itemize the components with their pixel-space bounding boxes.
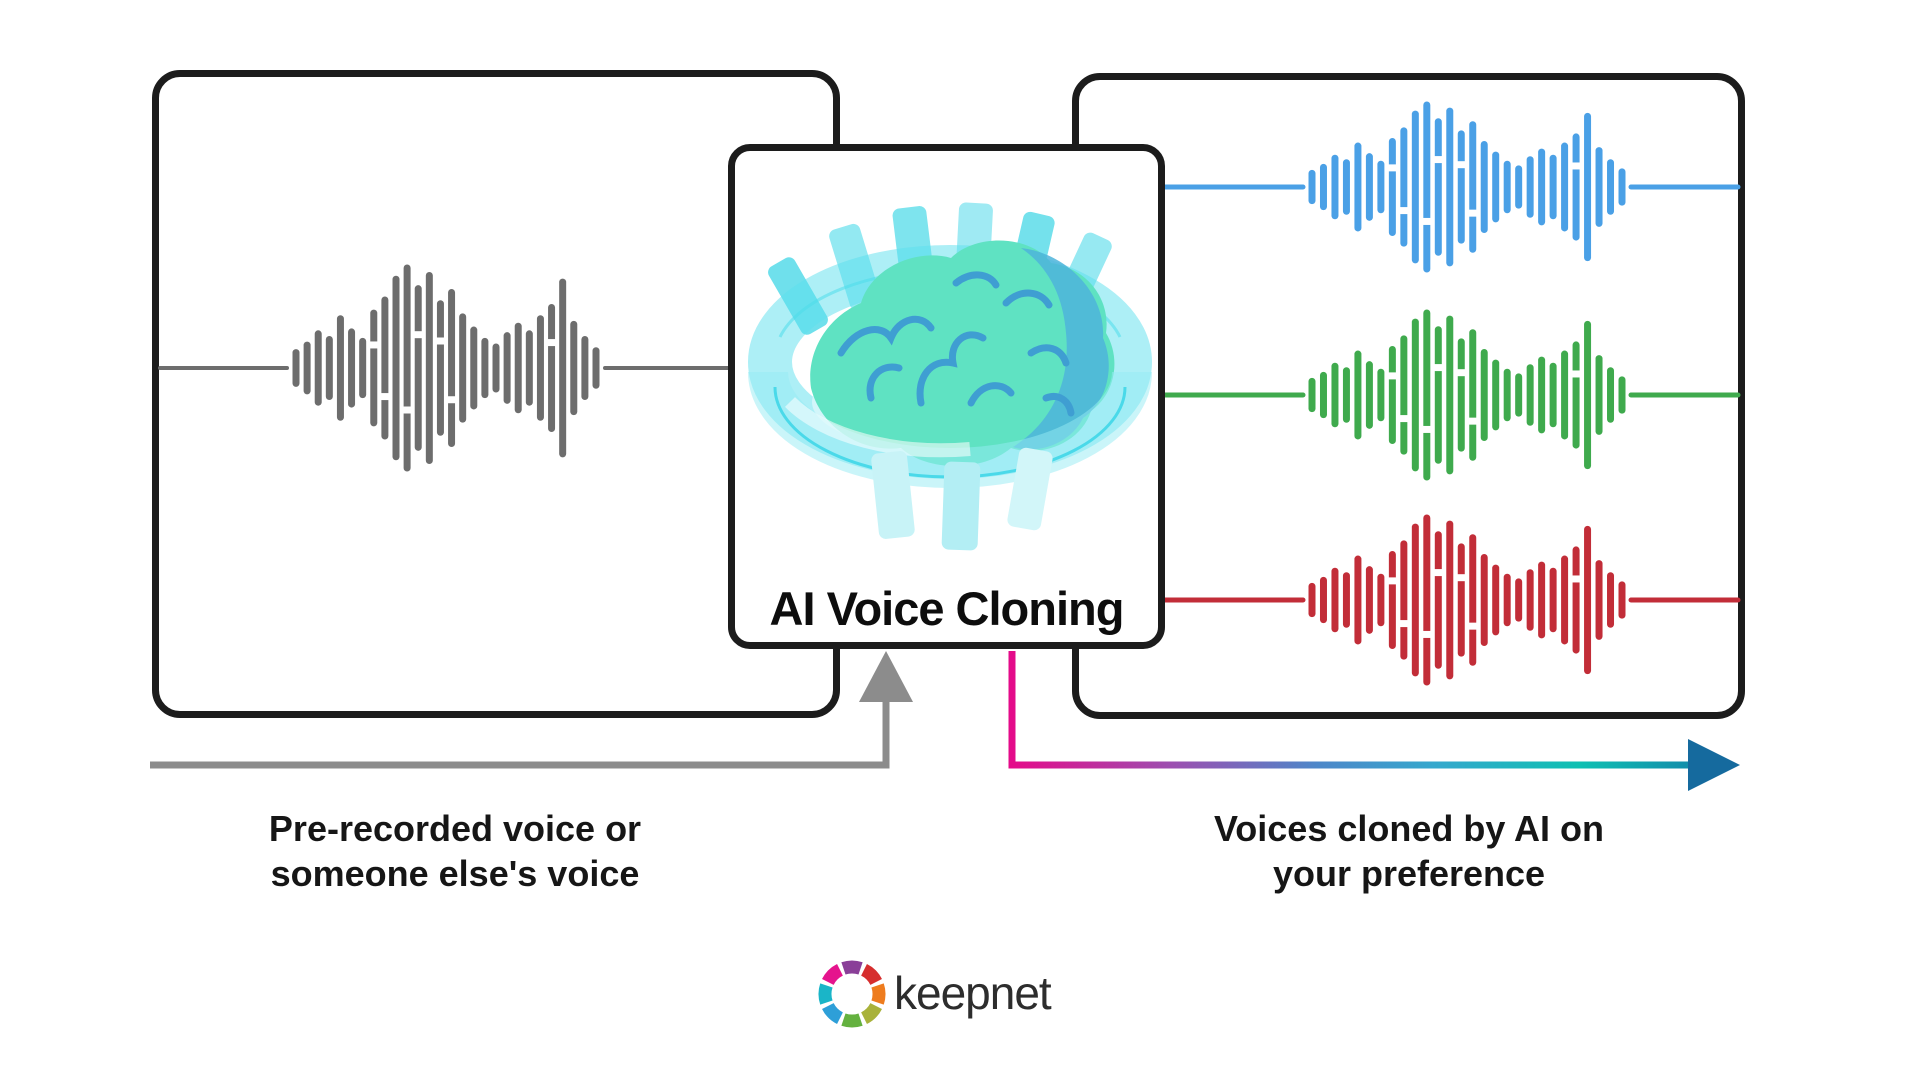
ai-voice-cloning-card: AI Voice Cloning (728, 144, 1165, 649)
source-voice-box (152, 70, 840, 718)
caption-cloned-line2: your preference (1272, 853, 1546, 894)
brain-icon (748, 202, 1152, 551)
cloned-voices-box (1072, 73, 1745, 719)
brain-ring-front-panels (871, 447, 1053, 551)
keepnet-logo: keepnet (818, 960, 1053, 1028)
right-arrow-icon (1688, 739, 1740, 791)
caption-source-voice: Pre-recorded voice or someone else's voi… (225, 806, 685, 896)
caption-cloned-voices: Voices cloned by AI on your preference (1179, 806, 1639, 896)
up-arrow-icon (859, 651, 913, 702)
brain-shape (810, 240, 1115, 467)
keepnet-ring-icon (818, 960, 886, 1028)
keepnet-logo-text: keepnet (894, 967, 1052, 1019)
caption-cloned-line1: Voices cloned by AI on (1213, 808, 1605, 849)
caption-source-line1: Pre-recorded voice or (268, 808, 642, 849)
ai-voice-cloning-label: AI Voice Cloning (769, 582, 1125, 635)
caption-source-line2: someone else's voice (270, 853, 640, 894)
